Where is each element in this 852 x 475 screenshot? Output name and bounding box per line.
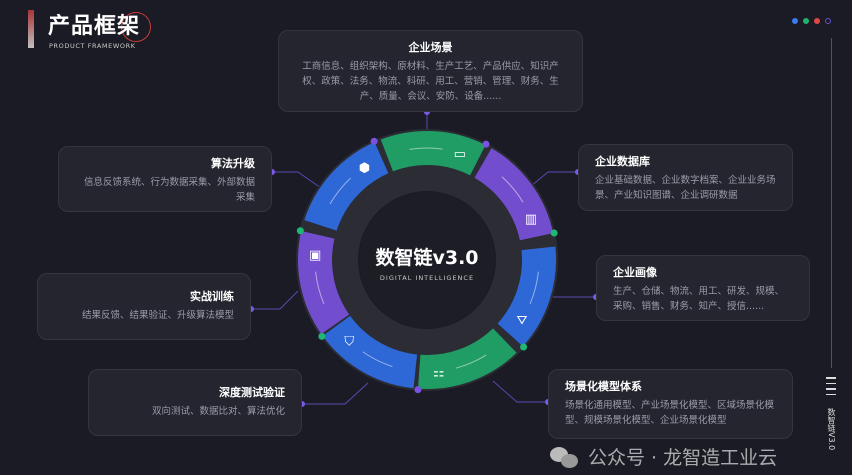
watermark-text: 公众号 · 龙智造工业云 <box>588 447 778 469</box>
flow-arrow <box>529 271 539 304</box>
wechat-icon <box>550 447 580 469</box>
connector-line <box>529 171 578 188</box>
card-title: 场景化模型体系 <box>565 380 642 393</box>
bar-chart-icon: ▥ <box>525 212 537 227</box>
card-title: 企业画像 <box>613 266 657 279</box>
indicator-dot <box>814 18 820 24</box>
title-accent-bar <box>28 10 34 48</box>
monitor-chart-icon: ▭ <box>454 147 466 162</box>
connector-line <box>251 290 299 310</box>
card-desc: 企业基础数据、企业数字档案、企业业务场景、产业知识图谱、企业调研数据 <box>595 175 776 201</box>
indicator-dots <box>792 18 831 24</box>
side-bars <box>826 377 836 399</box>
center-disc <box>359 192 495 328</box>
card-title: 企业数据库 <box>595 155 650 168</box>
segment-node <box>414 386 422 394</box>
cube-icon: ⬢ <box>359 161 370 176</box>
card-title: 实战训练 <box>190 290 234 303</box>
network-icon: ⛛ <box>517 313 528 328</box>
page-subtitle: PRODUCT FRAMEWORK <box>49 42 136 50</box>
card-desc: 双向测试、数据比对、算法优化 <box>151 406 285 417</box>
side-divider <box>831 38 832 368</box>
flow-arrow <box>329 177 351 205</box>
card-title: 算法升级 <box>211 157 255 170</box>
card-algorithm-upgrade: 算法升级 信息反馈系统、行为数据采集、外部数据采集 <box>58 146 272 212</box>
indicator-dot <box>803 18 809 24</box>
card-desc: 场景化通用模型、产业场景化模型、区域场景化模型、规模场景化模型、企业场景化模型 <box>565 400 775 426</box>
flow-arrow <box>362 351 393 367</box>
card-practical-training: 实战训练 结果反馈、结果验证、升级算法模型 <box>37 273 251 340</box>
segment-node <box>296 227 304 235</box>
center-subtitle: DIGITAL INTELLIGENCE <box>379 274 475 282</box>
connector-line <box>272 171 322 189</box>
card-desc: 信息反馈系统、行为数据采集、外部数据采集 <box>83 177 255 203</box>
card-enterprise-database: 企业数据库 企业基础数据、企业数字档案、企业业务场景、产业知识图谱、企业调研数据 <box>578 144 793 211</box>
card-title: 企业场景 <box>408 41 453 54</box>
watermark: 公众号 · 龙智造工业云 <box>550 446 777 470</box>
side-label: 数智链V3.0 <box>827 408 836 451</box>
card-enterprise-scenes: 企业场景 工商信息、组织架构、原材料、生产工艺、产品供应、知识产权、政策、法务、… <box>278 30 583 112</box>
card-desc: 生产、仓储、物流、用工、研发、规模、采购、销售、财务、知产、授信...... <box>613 286 785 312</box>
flow-arrow <box>501 176 524 203</box>
segment-node <box>520 343 528 351</box>
card-title: 深度测试验证 <box>219 386 285 399</box>
chip-icon: ▣ <box>309 248 321 263</box>
segment-node <box>318 332 326 340</box>
page-title: 产品框架 <box>48 14 141 39</box>
flow-arrow <box>455 354 487 369</box>
card-enterprise-profile: 企业画像 生产、仓储、物流、用工、研发、规模、采购、销售、财务、知产、授信...… <box>596 255 810 321</box>
title-ring-decoration <box>121 12 151 42</box>
shield-check-icon: ⛉ <box>344 335 354 350</box>
center-title: 数智链v3.0 <box>375 247 479 269</box>
card-desc: 工商信息、组织架构、原材料、生产工艺、产品供应、知识产权、政策、法务、物流、科研… <box>302 61 559 102</box>
connector-line <box>492 380 548 403</box>
card-deep-testing: 深度测试验证 双向测试、数据比对、算法优化 <box>88 369 302 436</box>
flow-arrow <box>315 271 325 304</box>
card-scene-model-system: 场景化模型体系 场景化通用模型、产业场景化模型、区域场景化模型、规模场景化模型、… <box>548 369 793 439</box>
flow-arrow <box>409 147 443 150</box>
segment-node <box>482 140 490 148</box>
connector-line <box>302 382 369 405</box>
segment-node <box>550 229 558 237</box>
segment-node <box>370 137 378 145</box>
card-desc: 结果反馈、结果验证、升级算法模型 <box>81 310 234 321</box>
indicator-dot <box>825 18 831 24</box>
hierarchy-icon: ⚏ <box>433 365 445 380</box>
indicator-dot <box>792 18 798 24</box>
